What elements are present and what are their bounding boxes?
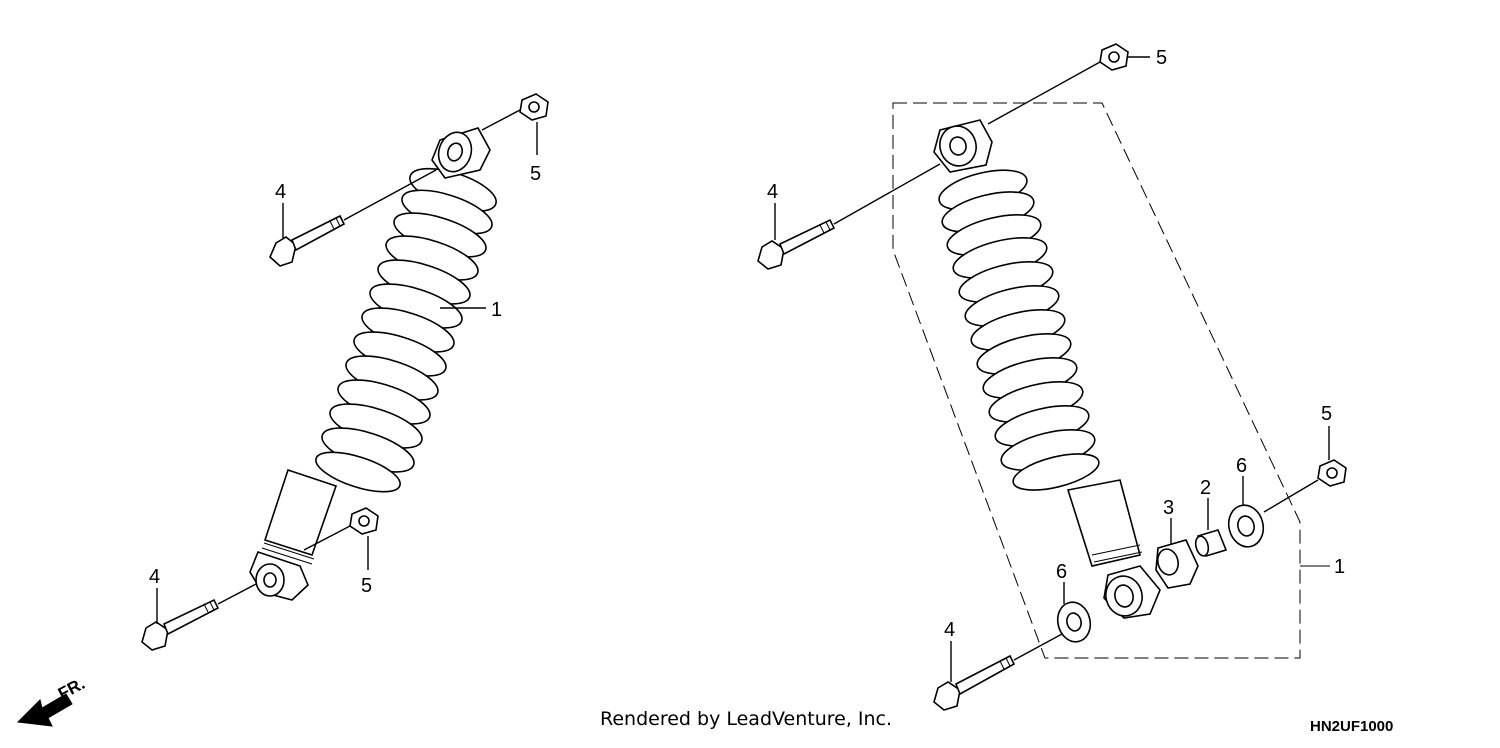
right-bushing <box>1194 529 1228 557</box>
left-nut-top <box>519 93 549 121</box>
right-shock-assembly <box>757 43 1347 711</box>
callout-right-shock: 1 <box>1334 556 1345 578</box>
callout-left-bolt-top: 4 <box>275 181 286 203</box>
right-nut-bottom <box>1317 459 1347 487</box>
callout-right-bushing: 2 <box>1200 477 1211 499</box>
callout-left-bolt-bottom: 4 <box>149 566 160 588</box>
right-shock-spring <box>938 169 1100 491</box>
assembly-boundary <box>892 102 1301 659</box>
right-shock-upper-eye <box>933 119 993 173</box>
callout-left-shock: 1 <box>491 299 502 321</box>
callout-left-nut-top: 5 <box>530 163 541 185</box>
left-bolt-top <box>269 214 346 267</box>
callout-right-washer-left: 6 <box>1056 561 1067 583</box>
callout-right-bolt-bottom: 4 <box>944 619 955 641</box>
left-shock-upper-eye <box>431 127 491 179</box>
callout-right-bolt-top: 4 <box>767 181 778 203</box>
right-washer-left <box>1056 601 1092 643</box>
left-bolt-bottom <box>141 598 220 651</box>
right-collar <box>1155 539 1199 589</box>
left-shock-lower-body <box>263 468 338 556</box>
render-credit: Rendered by LeadVenture, Inc. <box>600 708 893 730</box>
right-bolt-bottom <box>933 654 1016 711</box>
left-shock-lower-eye <box>249 542 315 601</box>
callout-right-nut-bottom: 5 <box>1321 403 1332 425</box>
left-shock-spring <box>315 167 497 493</box>
callout-right-nut-top: 5 <box>1156 47 1167 69</box>
callout-right-washer-right: 6 <box>1236 455 1247 477</box>
diagram-code: HN2UF1000 <box>1310 718 1394 735</box>
front-direction-arrow-icon: FR. <box>16 674 88 727</box>
right-washer-right <box>1227 504 1265 548</box>
right-bolt-top <box>757 218 836 270</box>
callout-right-collar: 3 <box>1163 497 1174 519</box>
callout-left-nut-bottom: 5 <box>361 575 372 597</box>
left-shock-assembly <box>141 93 549 651</box>
right-nut-top <box>1099 43 1129 71</box>
left-nut-bottom <box>349 507 379 535</box>
right-shock-lower-body <box>1066 479 1141 567</box>
right-shock-lower-eye <box>1103 565 1161 619</box>
